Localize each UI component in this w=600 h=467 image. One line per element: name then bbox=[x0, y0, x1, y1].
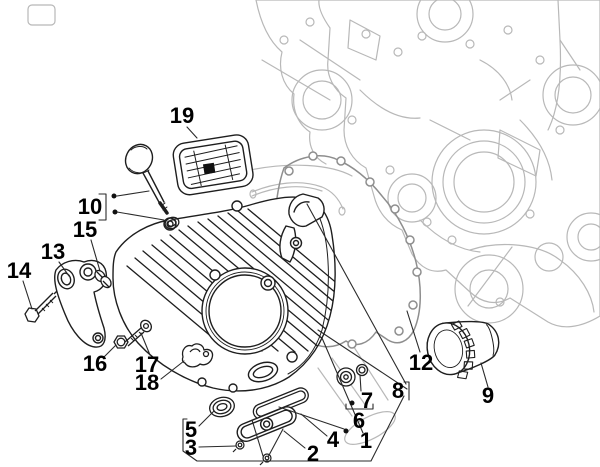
part-label-7: 7 bbox=[360, 388, 374, 413]
part-label-9: 9 bbox=[481, 383, 495, 408]
plug-7-art bbox=[336, 367, 356, 387]
engine-block bbox=[27, 0, 600, 445]
part-label-4: 4 bbox=[326, 427, 340, 452]
oring-art bbox=[164, 216, 180, 230]
dipstick-art bbox=[124, 143, 169, 215]
part-label-6: 6 bbox=[352, 408, 366, 433]
cap-5-art bbox=[209, 396, 235, 418]
part-label-19: 19 bbox=[169, 103, 195, 128]
label-dots bbox=[111, 193, 355, 434]
part-label-18: 18 bbox=[134, 370, 160, 395]
part-label-12: 12 bbox=[408, 350, 434, 375]
nut-16-art bbox=[113, 335, 129, 349]
part-label-14: 14 bbox=[6, 258, 32, 283]
part-label-5: 5 bbox=[184, 417, 198, 442]
cover-plate-2-art bbox=[236, 406, 297, 443]
washer-7-art bbox=[355, 363, 369, 377]
spacer-15-art bbox=[94, 269, 112, 289]
part-label-8: 8 bbox=[391, 378, 405, 403]
part-label-15: 15 bbox=[72, 217, 98, 242]
part-label-3: 3 bbox=[184, 435, 198, 460]
bolt-14-art bbox=[24, 290, 58, 323]
strainer-art bbox=[172, 134, 254, 196]
bracket-13-art bbox=[54, 259, 108, 348]
leader-lines bbox=[22, 126, 489, 462]
part-label-2: 2 bbox=[306, 441, 320, 466]
part-label-17: 17 bbox=[134, 352, 160, 377]
part-label-10: 10 bbox=[77, 194, 103, 219]
clutch-cover bbox=[112, 193, 336, 393]
part-label-13: 13 bbox=[40, 239, 66, 264]
part-label-16: 16 bbox=[82, 351, 108, 376]
oil-filter-art bbox=[426, 320, 500, 380]
clamp-18-art bbox=[181, 343, 214, 368]
part-label-1: 1 bbox=[359, 428, 373, 453]
